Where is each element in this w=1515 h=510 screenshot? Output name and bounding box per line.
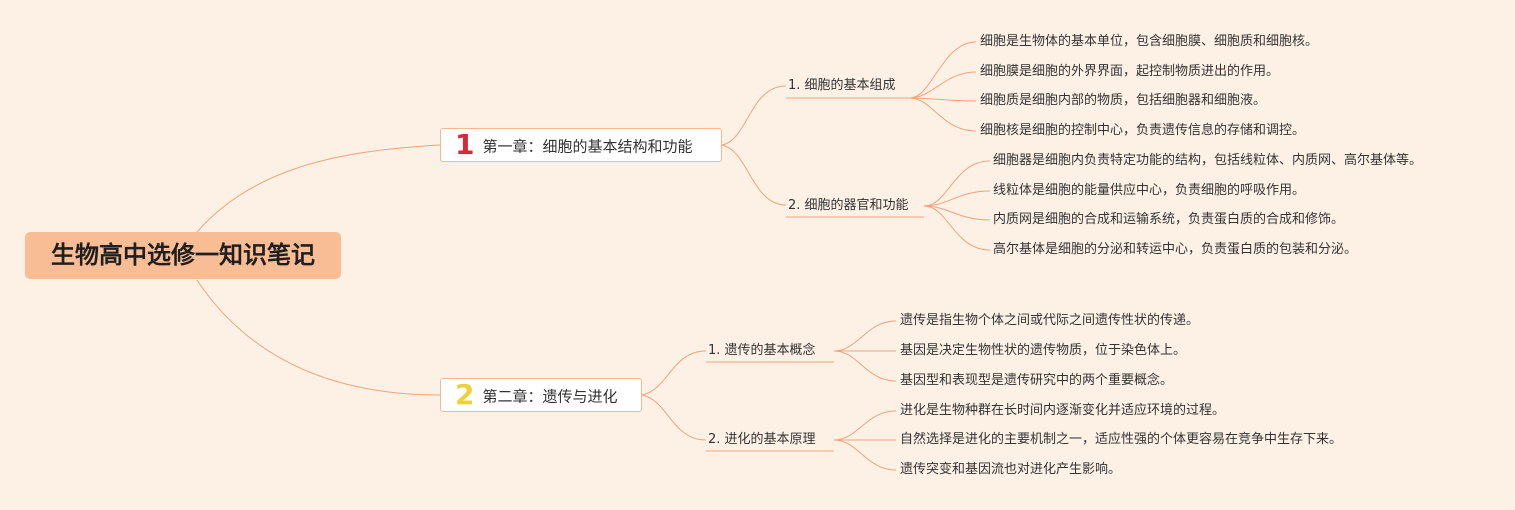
connector-ch1-sec2-leaf-2 <box>923 190 991 207</box>
ch1-sec2-point-3[interactable]: 内质网是细胞的合成和运输系统，负责蛋白质的合成和修饰。 <box>993 212 1345 227</box>
connector-ch1-sec1-leaf-2 <box>909 71 977 99</box>
connector-ch2-sec1 <box>641 350 707 396</box>
connector-ch1-sec1-leaf-3 <box>909 97 977 102</box>
ch2-section-1-topic[interactable]: 1. 遗传的基本概念 <box>708 343 816 358</box>
chapter-1-number-badge: 1 <box>455 127 475 161</box>
ch1-sec2-point-2[interactable]: 线粒体是细胞的能量供应中心，负责细胞的呼吸作用。 <box>993 183 1306 198</box>
connector-ch1-sec1-leaf-4 <box>909 97 977 132</box>
ch1-sec1-point-1[interactable]: 细胞是生物体的基本单位，包含细胞膜、细胞质和细胞核。 <box>980 34 1319 49</box>
connector-ch2-sec2-leaf-3 <box>833 439 897 471</box>
connector-ch1-sec2 <box>721 144 787 206</box>
connector-ch2-sec2-leaf-1 <box>833 410 897 441</box>
chapter-2-title: 第二章：遗传与进化 <box>482 387 618 406</box>
ch2-sec1-point-3[interactable]: 基因型和表现型是遗传研究中的两个重要概念。 <box>900 373 1174 388</box>
ch1-sec1-point-3[interactable]: 细胞质是细胞内部的物质，包括细胞器和细胞液。 <box>980 93 1267 108</box>
chapter-1-topic[interactable]: 1 第一章：细胞的基本结构和功能 <box>440 128 722 162</box>
ch1-sec1-point-2[interactable]: 细胞膜是细胞的外界界面，起控制物质进出的作用。 <box>980 64 1280 79</box>
chapter-2-number-badge: 2 <box>455 377 475 411</box>
connector-ch2-sec2 <box>641 394 707 441</box>
ch2-sec2-point-3[interactable]: 遗传突变和基因流也对进化产生影响。 <box>900 462 1122 477</box>
connector-root-chapter-2 <box>196 279 441 396</box>
chapter-2-topic[interactable]: 2 第二章：遗传与进化 <box>440 378 642 412</box>
ch1-sec2-point-1[interactable]: 细胞器是细胞内负责特定功能的结构，包括线粒体、内质网、高尔基体等。 <box>993 153 1423 168</box>
ch2-section-2-topic[interactable]: 2. 进化的基本原理 <box>708 432 816 447</box>
connector-ch1-sec1-leaf-1 <box>909 41 977 99</box>
ch2-sec1-point-2[interactable]: 基因是决定生物性状的遗传物质，位于染色体上。 <box>900 343 1187 358</box>
connector-ch2-sec1-leaf-3 <box>833 350 897 382</box>
chapter-1-title: 第一章：细胞的基本结构和功能 <box>482 137 693 156</box>
connector-ch1-sec2-leaf-3 <box>923 205 991 221</box>
ch1-sec2-point-4[interactable]: 高尔基体是细胞的分泌和转运中心，负责蛋白质的包装和分泌。 <box>993 242 1358 257</box>
connector-ch1-sec2-leaf-4 <box>923 205 991 251</box>
root-topic[interactable]: 生物高中选修一知识笔记 <box>25 232 341 279</box>
ch2-sec2-point-1[interactable]: 进化是生物种群在长时间内逐渐变化并适应环境的过程。 <box>900 403 1226 418</box>
ch1-section-2-topic[interactable]: 2. 细胞的器官和功能 <box>788 198 909 213</box>
connector-ch1-sec1 <box>721 85 787 146</box>
ch2-sec1-point-1[interactable]: 遗传是指生物个体之间或代际之间遗传性状的传递。 <box>900 313 1200 328</box>
connector-root-chapter-1 <box>196 144 441 233</box>
connector-ch1-sec2-leaf-1 <box>923 160 991 207</box>
connector-ch2-sec1-leaf-1 <box>833 320 897 352</box>
ch1-section-1-topic[interactable]: 1. 细胞的基本组成 <box>788 78 896 93</box>
ch2-sec2-point-2[interactable]: 自然选择是进化的主要机制之一，适应性强的个体更容易在竞争中生存下来。 <box>900 432 1343 447</box>
ch1-sec1-point-4[interactable]: 细胞核是细胞的控制中心，负责遗传信息的存储和调控。 <box>980 123 1306 138</box>
